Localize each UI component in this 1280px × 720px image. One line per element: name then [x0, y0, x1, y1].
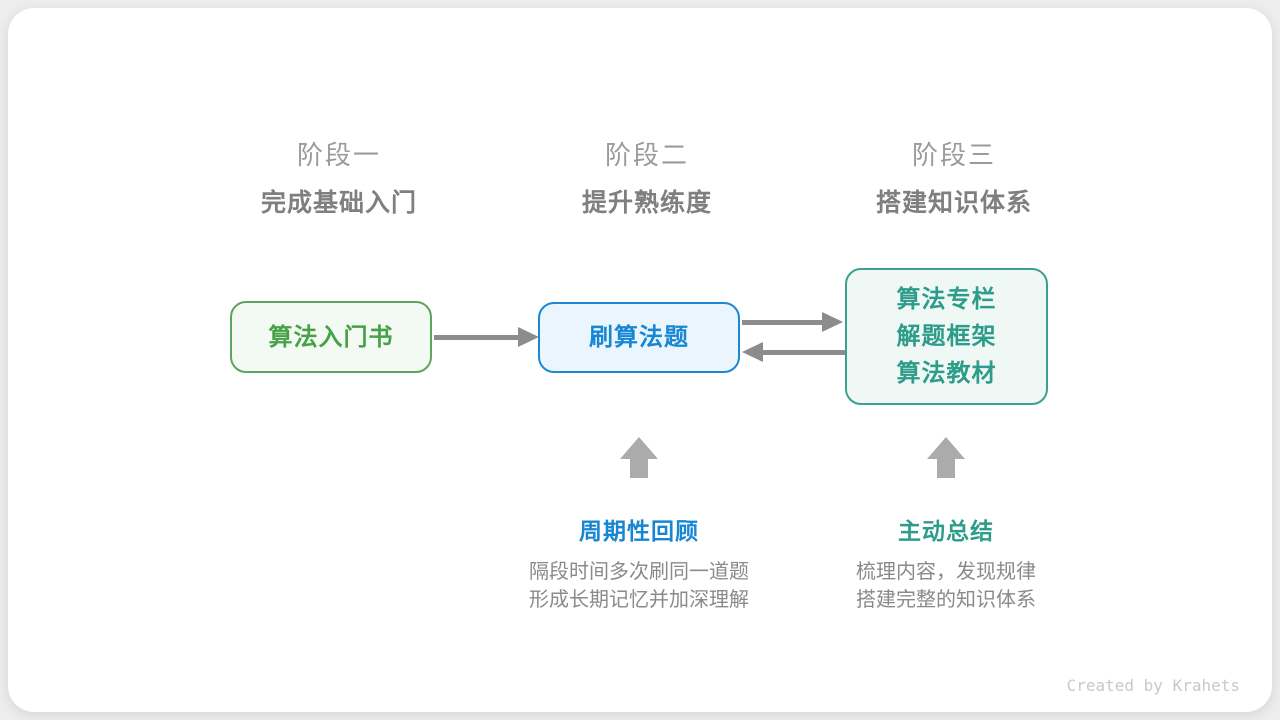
node-knowledge-line-3: 算法教材: [896, 360, 997, 387]
arrow-practice-to-knowledge-head-icon: [822, 312, 843, 332]
arrow-intro-to-practice-head-icon: [518, 327, 539, 347]
arrow-knowledge-to-practice-head-icon: [742, 342, 763, 362]
up-arrow-knowledge-triangle: [927, 437, 965, 459]
node-practice: 刷算法题: [538, 302, 740, 373]
node-knowledge-line-2: 解题框架: [896, 323, 997, 350]
up-arrow-practice-stem: [630, 459, 648, 478]
up-arrow-knowledge-stem: [937, 459, 955, 478]
footer-credit: Created by Krahets: [1066, 676, 1240, 695]
annotation-periodic-review-desc-line-2: 形成长期记忆并加深理解: [529, 589, 749, 611]
node-knowledge: 算法专栏 解题框架 算法教材: [845, 268, 1048, 405]
annotation-active-summary-desc-line-1: 梳理内容，发现规律: [856, 561, 1036, 583]
arrow-intro-to-practice-line: [434, 335, 519, 340]
annotation-active-summary-desc-line-2: 搭建完整的知识体系: [856, 589, 1036, 611]
stage-3-label: 阶段三: [911, 140, 996, 170]
up-arrow-practice-icon: [620, 437, 658, 478]
diagram-card: 阶段一 完成基础入门 阶段二 提升熟练度 阶段三 搭建知识体系 算法入门书 刷算…: [8, 8, 1272, 712]
annotation-periodic-review-desc-line-1: 隔段时间多次刷同一道题: [529, 561, 749, 583]
stage-1-title: 完成基础入门: [260, 189, 417, 217]
annotation-active-summary-desc: 梳理内容，发现规律 搭建完整的知识体系: [766, 558, 1126, 614]
up-arrow-knowledge-icon: [927, 437, 965, 478]
node-practice-label: 刷算法题: [589, 324, 689, 351]
arrow-practice-to-knowledge-line: [742, 320, 823, 325]
stage-1-label: 阶段一: [296, 140, 381, 170]
arrow-knowledge-to-practice-line: [763, 350, 845, 355]
annotation-periodic-review-title: 周期性回顾: [579, 518, 699, 544]
stage-2-label: 阶段二: [604, 140, 689, 170]
stage-3-title: 搭建知识体系: [875, 189, 1032, 217]
annotation-periodic-review-desc: 隔段时间多次刷同一道题 形成长期记忆并加深理解: [459, 558, 819, 614]
node-knowledge-line-1: 算法专栏: [896, 286, 997, 313]
up-arrow-practice-triangle: [620, 437, 658, 459]
stage-2-title: 提升熟练度: [581, 189, 712, 217]
node-intro-book: 算法入门书: [230, 301, 432, 373]
node-intro-book-label: 算法入门书: [268, 323, 394, 351]
annotation-active-summary-title: 主动总结: [898, 518, 994, 544]
